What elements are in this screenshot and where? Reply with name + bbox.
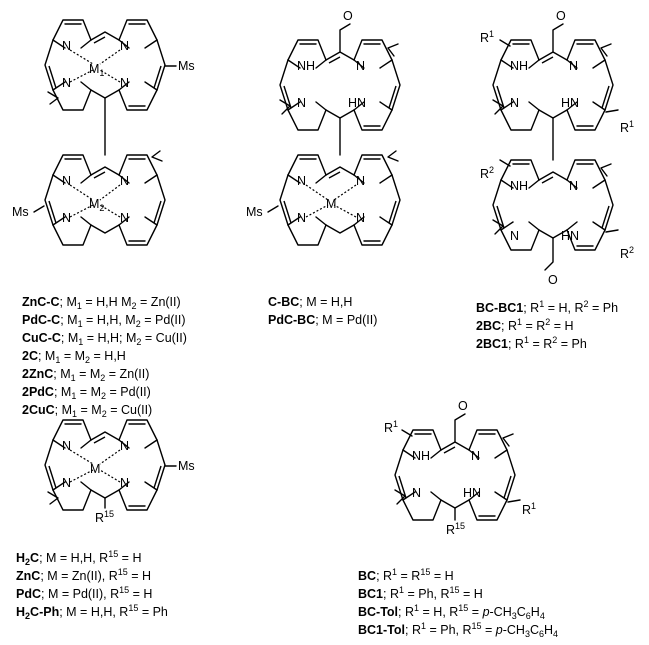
- caption-mono-bc: BC; R1 = R15 = H BC1; R1 = Ph, R15 = H B…: [358, 567, 558, 639]
- caption-line: PdC-BC; M = Pd(II): [268, 313, 377, 327]
- caption-line: H2C-Ph; M = H,H, R15 = Ph: [16, 603, 168, 621]
- caption-line: 2PdC; M1 = M2 = Pd(II): [22, 385, 151, 401]
- atom-n: N: [510, 229, 519, 243]
- caption-line: PdC-C; M1 = H,H, M2 = Pd(II): [22, 313, 186, 329]
- chlorin-monomer-structure: N N N N M Ms R15: [44, 419, 195, 525]
- r1-substituent: R1: [620, 119, 634, 135]
- atom-n: N: [62, 174, 71, 188]
- caption-mono-chlorin: H2C; M = H,H, R15 = H ZnC; M = Zn(II), R…: [16, 549, 168, 621]
- caption-line: 2BC; R1 = R2 = H: [476, 317, 574, 333]
- r2-substituent: R2: [480, 165, 494, 181]
- atom-nh: NH: [510, 179, 528, 193]
- atom-n: N: [412, 486, 421, 500]
- atom-nh: NH: [297, 59, 315, 73]
- caption-line: BC1; R1 = Ph, R15 = H: [358, 585, 483, 601]
- r15-substituent: R15: [95, 509, 114, 525]
- ms-substituent: Ms: [12, 205, 29, 219]
- caption-line: BC-BC1; R1 = H, R2 = Ph: [476, 299, 618, 315]
- caption-dimer-bc: BC-BC1; R1 = H, R2 = Ph 2BC; R1 = R2 = H…: [476, 299, 618, 351]
- caption-line: BC; R1 = R15 = H: [358, 567, 454, 583]
- atom-n: N: [62, 39, 71, 53]
- atom-nh: NH: [412, 449, 430, 463]
- bacteriochlorin-monomer-structure: O R1 NH N N HN R1 R15: [384, 399, 536, 537]
- atom-hn: HN: [561, 96, 579, 110]
- atom-n: N: [297, 96, 306, 110]
- metal-m: M: [326, 197, 336, 211]
- atom-nh: NH: [510, 59, 528, 73]
- r2-substituent: R2: [620, 245, 634, 261]
- r1-substituent: R1: [384, 419, 398, 435]
- atom-n: N: [356, 59, 365, 73]
- atom-hn: HN: [348, 96, 366, 110]
- chlorin-bacteriochlorin-structure: O NH N N HN N N N N M Ms: [246, 9, 401, 246]
- atom-n: N: [120, 76, 129, 90]
- r1-substituent: R1: [522, 501, 536, 517]
- atom-o: O: [556, 9, 566, 23]
- atom-n: N: [569, 179, 578, 193]
- atom-n: N: [62, 439, 71, 453]
- caption-line: BC-Tol; R1 = H, R15 = p-CH3C6H4: [358, 603, 545, 621]
- atom-n: N: [510, 96, 519, 110]
- caption-line: C-BC; M = H,H: [268, 295, 352, 309]
- caption-line: ZnC; M = Zn(II), R15 = H: [16, 567, 151, 583]
- metal-m2: M2: [89, 197, 104, 213]
- caption-line: 2BC1; R1 = R2 = Ph: [476, 335, 587, 351]
- atom-n: N: [569, 59, 578, 73]
- atom-n: N: [120, 39, 129, 53]
- atom-hn: HN: [463, 486, 481, 500]
- ms-substituent: Ms: [246, 205, 263, 219]
- atom-o: O: [548, 273, 558, 287]
- caption-line: H2C; M = H,H, R15 = H: [16, 549, 141, 567]
- atom-n: N: [62, 211, 71, 225]
- caption-dimer-chlorin: ZnC-C; M1 = H,H M2 = Zn(II) PdC-C; M1 = …: [22, 295, 187, 419]
- caption-line: CuC-C; M1 = H,H; M2 = Cu(II): [22, 331, 187, 347]
- caption-line: 2ZnC; M1 = M2 = Zn(II): [22, 367, 149, 383]
- atom-n: N: [62, 476, 71, 490]
- metal-m1: M1: [89, 62, 104, 78]
- r1-substituent: R1: [480, 29, 494, 45]
- caption-line: BC1-Tol; R1 = Ph, R15 = p-CH3C6H4: [358, 621, 558, 639]
- caption-line: 2C; M1 = M2 = H,H: [22, 349, 126, 365]
- caption-dimer-mixed: C-BC; M = H,H PdC-BC; M = Pd(II): [268, 295, 377, 327]
- chlorin-dimer-structure: N N N N M1 Ms N N N N M2 Ms: [12, 19, 195, 246]
- atom-o: O: [343, 9, 353, 23]
- metal-m: M: [90, 462, 100, 476]
- r15-substituent: R15: [446, 521, 465, 537]
- atom-n: N: [356, 174, 365, 188]
- bacteriochlorin-dimer-structure: O R1 NH N N HN R1 R2 NH N N HN R2 O: [480, 9, 634, 287]
- atom-n: N: [120, 476, 129, 490]
- atom-n: N: [356, 211, 365, 225]
- atom-n: N: [297, 174, 306, 188]
- atom-n: N: [120, 439, 129, 453]
- atom-o: O: [458, 399, 468, 413]
- atom-n: N: [120, 211, 129, 225]
- caption-line: 2CuC; M1 = M2 = Cu(II): [22, 403, 152, 419]
- atom-n: N: [62, 76, 71, 90]
- atom-n: N: [471, 449, 480, 463]
- caption-line: PdC; M = Pd(II), R15 = H: [16, 585, 152, 601]
- caption-line: ZnC-C; M1 = H,H M2 = Zn(II): [22, 295, 181, 311]
- ms-substituent: Ms: [178, 59, 195, 73]
- atom-hn: HN: [561, 229, 579, 243]
- atom-n: N: [120, 174, 129, 188]
- atom-n: N: [297, 211, 306, 225]
- ms-substituent: Ms: [178, 459, 195, 473]
